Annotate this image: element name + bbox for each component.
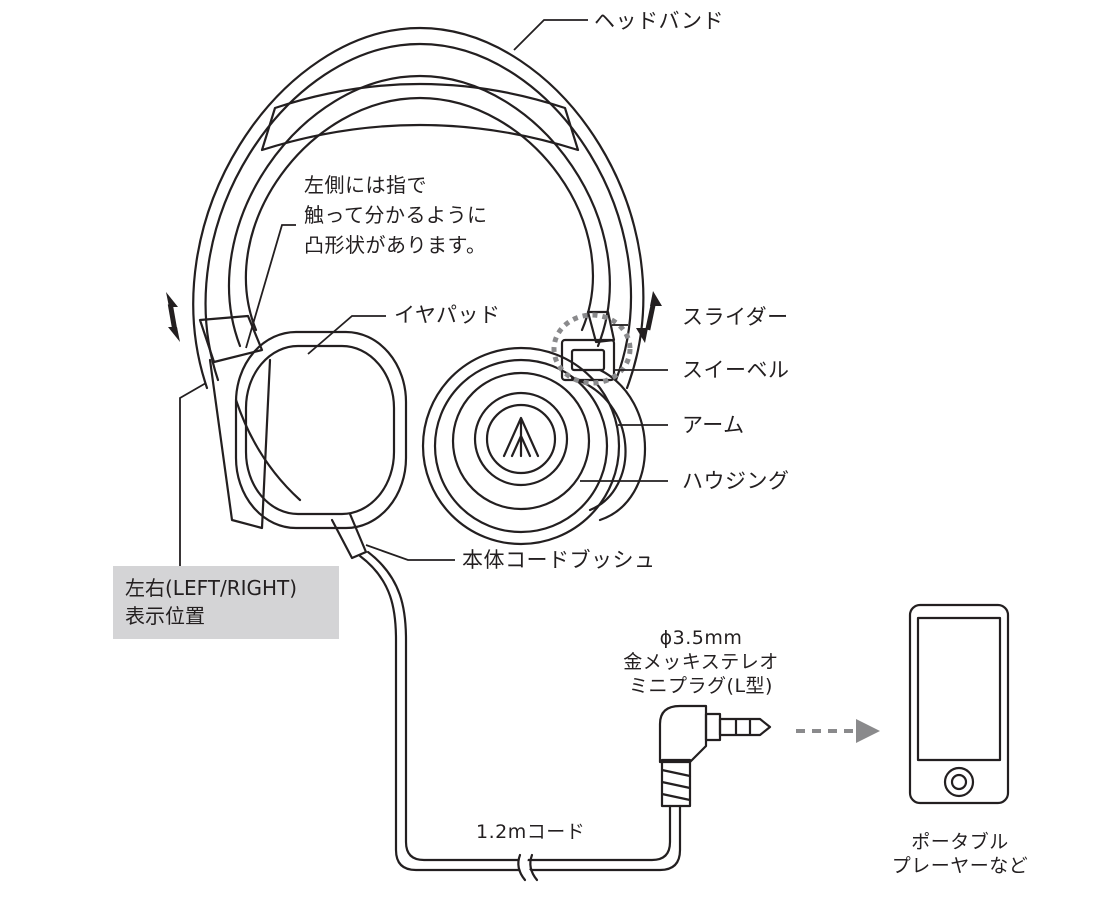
player-home-button-outer	[943, 766, 975, 798]
leader-earpad	[307, 315, 386, 355]
headband-outer	[192, 26, 645, 390]
housing-center	[485, 403, 557, 475]
plug-pin	[718, 717, 772, 737]
label-player: ポータブル プレーヤーなど	[880, 830, 1040, 878]
label-cord: 1.2mコード	[476, 821, 586, 843]
label-left-note-line-3: 凸形状があります。	[304, 233, 487, 257]
housing-outer	[421, 346, 621, 546]
label-plug: ϕ3.5mm 金メッキステレオ ミニプラグ(L型)	[606, 626, 796, 698]
leader-cord-bushing	[365, 544, 455, 561]
label-lr-position-line-1: 左右(LEFT/RIGHT)	[125, 576, 298, 600]
housing-ring-3	[473, 391, 569, 487]
label-cord-bushing: 本体コードブッシュ	[462, 548, 656, 572]
headband-band-2	[204, 42, 633, 382]
label-left-note-line-2: 触って分かるように	[304, 203, 488, 227]
label-plug-line-3: ミニプラグ(L型)	[629, 675, 773, 697]
leader-headband	[513, 19, 588, 51]
label-plug-line-2: 金メッキステレオ	[623, 651, 779, 673]
plug-strain-relief	[660, 758, 692, 808]
left-slider	[198, 314, 264, 364]
lr-position-box: 左右(LEFT/RIGHT) 表示位置	[113, 566, 339, 639]
label-arm: アーム	[682, 413, 745, 437]
player-home-button-inner	[950, 773, 968, 791]
left-adjust-arrow-icon	[166, 292, 180, 342]
player-body	[908, 603, 1010, 805]
plug-collar	[704, 712, 722, 742]
headband-pad	[260, 82, 580, 152]
headband-inner	[244, 96, 594, 332]
plug-strain-relief-rings	[660, 768, 692, 802]
left-earpad-outer	[234, 330, 408, 530]
left-cord-bushing	[330, 512, 368, 560]
left-earpad-side	[234, 398, 302, 502]
right-arm	[570, 376, 627, 512]
left-arm	[208, 358, 272, 530]
housing-ring-1	[433, 358, 609, 534]
label-swivel: スイーベル	[682, 358, 790, 382]
label-left-note: 左側には指で 触って分かるように 凸形状があります。	[304, 170, 524, 260]
leader-left-note	[245, 224, 296, 349]
label-lr-position-line-2: 表示位置	[125, 604, 205, 628]
headband-band-3	[228, 74, 611, 348]
cable-break-mark-1	[517, 853, 527, 882]
swivel-block-inner	[570, 348, 606, 372]
player-screen	[916, 616, 1002, 762]
label-player-line-1: ポータブル	[911, 831, 1009, 853]
left-earpad-inner	[244, 344, 396, 516]
label-earpad: イヤパッド	[394, 303, 501, 327]
right-arm-2	[598, 368, 647, 522]
plug-body	[658, 704, 708, 764]
connect-arrowhead-icon	[856, 719, 880, 743]
label-plug-line-1: ϕ3.5mm	[659, 627, 743, 649]
housing-ring-2	[451, 371, 591, 511]
label-player-line-2: プレーヤーなど	[891, 855, 1029, 877]
label-housing: ハウジング	[682, 469, 790, 493]
label-left-note-line-1: 左側には指で	[304, 173, 427, 197]
swivel-block	[560, 338, 616, 382]
cable	[358, 554, 682, 872]
right-adjust-arrow-icon	[636, 291, 662, 343]
label-slider: スライダー	[682, 305, 789, 329]
label-headband: ヘッドバンド	[594, 9, 725, 33]
cable-break-mark-2	[529, 853, 539, 882]
cable-break	[519, 851, 534, 880]
swivel-highlight-circle	[551, 312, 633, 386]
cable-inner	[366, 550, 672, 862]
audio-technica-logo-icon	[502, 416, 540, 458]
leader-lr-position	[179, 382, 207, 566]
